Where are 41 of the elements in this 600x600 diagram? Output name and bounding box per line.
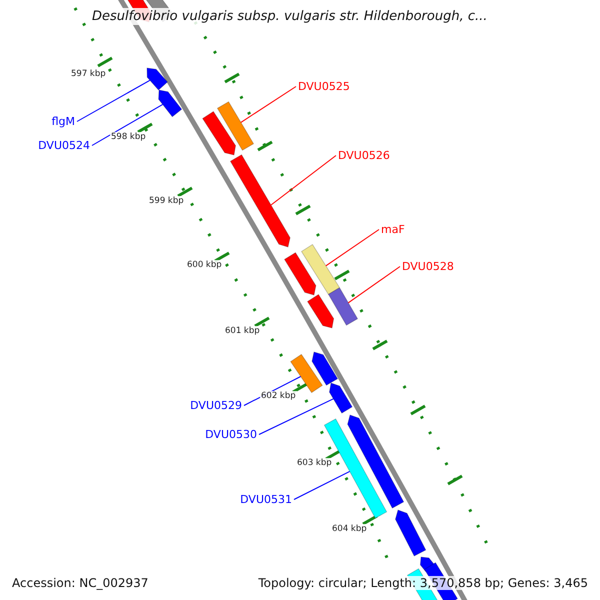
gene-label: DVU0531 bbox=[240, 494, 292, 505]
tick-label: 598 kbp bbox=[110, 132, 147, 142]
tick-label: 597 kbp bbox=[70, 69, 107, 80]
gene-label: DVU0530 bbox=[205, 429, 257, 440]
leader-line bbox=[325, 229, 380, 266]
leader-line bbox=[92, 104, 164, 146]
gene-feature bbox=[284, 252, 316, 296]
footer-text: Topology: circular; Length: 3,570,858 bp; Genes: 3,465 bbox=[256, 576, 590, 590]
footer-text: Accession: NC_002937 bbox=[10, 576, 150, 590]
leader-line bbox=[76, 80, 150, 122]
gene-feature bbox=[312, 352, 338, 386]
gene-label: DVU0528 bbox=[402, 261, 454, 272]
gene-feature bbox=[290, 354, 323, 394]
leader-line bbox=[258, 398, 334, 435]
gene-feature bbox=[301, 244, 340, 295]
tick-label: 600 kbp bbox=[186, 260, 223, 270]
gene-feature bbox=[216, 101, 254, 151]
gene-label: DVU0524 bbox=[38, 140, 90, 151]
gene-feature bbox=[158, 90, 182, 118]
gene-label: DVU0525 bbox=[298, 81, 350, 92]
tick-label: 599 kbp bbox=[148, 196, 185, 206]
gene-feature bbox=[307, 294, 334, 328]
gene-feature bbox=[146, 68, 168, 90]
tick-label: 604 kbp bbox=[331, 524, 368, 534]
leader-line bbox=[270, 155, 336, 206]
gene-feature bbox=[230, 154, 290, 248]
gene-feature bbox=[347, 414, 404, 509]
gene-label: DVU0529 bbox=[190, 400, 242, 411]
leader-line bbox=[240, 86, 296, 123]
gene-feature bbox=[329, 382, 353, 414]
gene-feature bbox=[328, 287, 358, 326]
gene-label: flgM bbox=[52, 116, 75, 127]
gene-label: maF bbox=[381, 224, 405, 235]
leader-line bbox=[348, 266, 400, 304]
tick-label: 601 kbp bbox=[224, 326, 261, 336]
tick-label: 603 kbp bbox=[296, 458, 333, 468]
gene-feature bbox=[395, 510, 426, 556]
leader-line bbox=[294, 470, 350, 500]
gene-label: DVU0526 bbox=[338, 150, 390, 161]
gene-feature bbox=[202, 111, 236, 156]
tick-label: 602 kbp bbox=[260, 391, 297, 402]
